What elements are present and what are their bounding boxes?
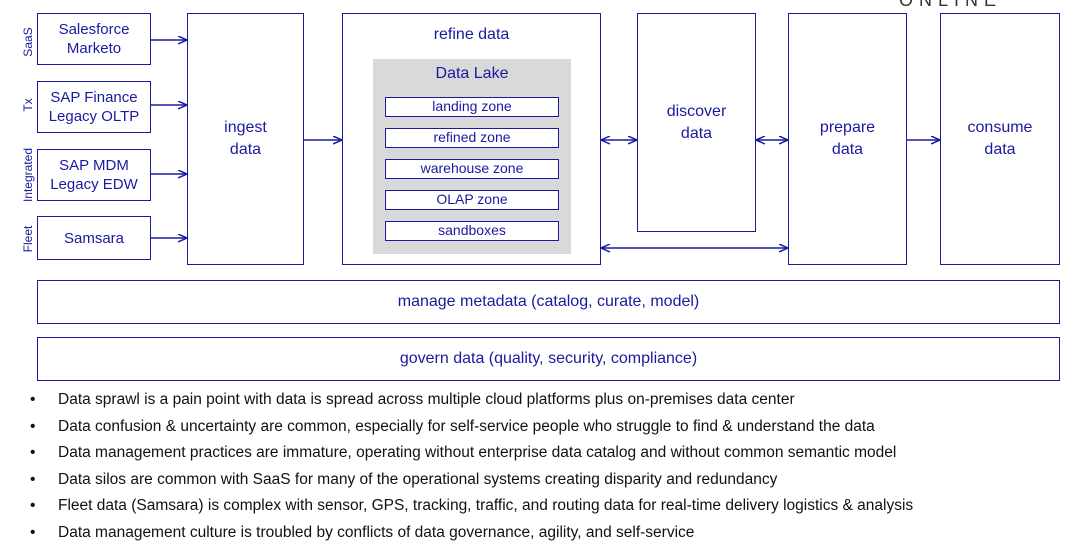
source-box-fleet: Samsara — [37, 216, 151, 260]
source-box-integrated: SAP MDM Legacy EDW — [37, 149, 151, 201]
bullet-item: •Fleet data (Samsara) is complex with se… — [30, 493, 1070, 520]
bullet-list: •Data sprawl is a pain point with data i… — [30, 387, 1070, 546]
consume-data-box: consume data — [940, 13, 1060, 265]
bullet-item: •Data silos are common with SaaS for man… — [30, 467, 1070, 494]
bullet-dot: • — [30, 444, 36, 461]
zone-sandboxes: sandboxes — [385, 221, 559, 241]
zone-landing: landing zone — [385, 97, 559, 117]
ingest-data-box: ingest data — [187, 13, 304, 265]
govern-data-bar: govern data (quality, security, complian… — [37, 337, 1060, 381]
bullet-item: •Data management culture is troubled by … — [30, 520, 1070, 547]
bullet-item: •Data confusion & uncertainty are common… — [30, 414, 1070, 441]
bullet-item: •Data sprawl is a pain point with data i… — [30, 387, 1070, 414]
bullet-dot: • — [30, 497, 36, 514]
discover-data-box: discover data — [637, 13, 756, 232]
brand-wordmark: ONLINE — [898, 0, 1002, 10]
bullet-dot: • — [30, 523, 36, 541]
refine-data-title: refine data — [433, 26, 510, 43]
prepare-data-box: prepare data — [788, 13, 907, 265]
zone-olap: OLAP zone — [385, 190, 559, 210]
bullet-dot: • — [30, 391, 36, 408]
data-lake-title: Data Lake — [435, 65, 509, 82]
source-box-tx: SAP Finance Legacy OLTP — [37, 81, 151, 133]
zone-warehouse: warehouse zone — [385, 159, 559, 179]
manage-metadata-bar: manage metadata (catalog, curate, model) — [37, 280, 1060, 324]
zone-refined: refined zone — [385, 128, 559, 148]
source-box-saas: Salesforce Marketo — [37, 13, 151, 65]
bullet-dot: • — [30, 470, 36, 488]
bullet-item: •Data management practices are immature,… — [30, 440, 1070, 467]
bullet-dot: • — [30, 417, 36, 435]
